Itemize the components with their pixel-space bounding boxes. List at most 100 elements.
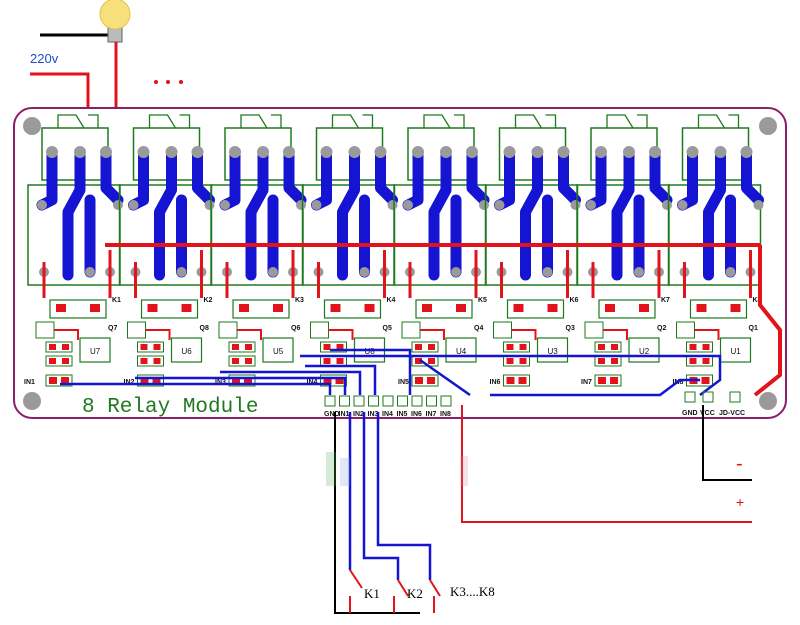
smd-pad (506, 358, 514, 364)
terminal-pad (229, 146, 241, 158)
transistor-silk-label: Q4 (474, 325, 483, 332)
terminal-pad (283, 146, 295, 158)
optocoupler-outline (170, 337, 203, 363)
smd-pad (364, 304, 375, 312)
smd-pad (245, 358, 252, 364)
resistor-outline (137, 341, 164, 353)
relay-pad (128, 200, 139, 210)
header-pin-label: GND (324, 411, 340, 418)
relay-contact-symbol (606, 114, 648, 129)
red-trace (225, 250, 295, 298)
vcc-wire (461, 405, 752, 523)
smd-pad (518, 377, 527, 384)
relay-pad (296, 200, 306, 210)
smd-pad (49, 344, 56, 350)
resistor-outline (228, 355, 256, 367)
relay-contact-symbol (697, 114, 740, 129)
header-pin-label: IN6 (411, 411, 422, 418)
mount-hole (23, 117, 41, 135)
mount-hole (759, 117, 777, 135)
header-pin (368, 395, 379, 407)
smd-pad (689, 358, 697, 364)
red-bus (105, 243, 782, 397)
smd-pad (140, 358, 148, 364)
relay-channels: K1Q7U7IN1K2Q8U6IN2K3Q6U5IN3K4Q5U8IN4K5Q4… (24, 114, 764, 387)
smd-pad (428, 358, 435, 364)
relay-silk-label: K6 (570, 297, 579, 304)
optocoupler-silk-label: U6 (182, 347, 193, 356)
blue-power-trace (585, 146, 673, 281)
smd-pad (323, 358, 331, 364)
diode-outline (49, 299, 107, 319)
red-trace (408, 250, 478, 298)
smd-pad (336, 358, 344, 364)
smd-pad (701, 377, 710, 384)
smd-pad (232, 377, 240, 384)
transistor-silk-label: Q3 (566, 325, 575, 332)
smd-pad (415, 344, 422, 350)
smd-pad (610, 377, 618, 384)
smd-pad (702, 358, 710, 364)
input-silk-label: IN3 (215, 379, 226, 386)
terminal-pad (686, 146, 699, 158)
relay-silk-label: K8 (753, 297, 762, 304)
header-pin-label: IN4 (382, 411, 393, 418)
header-pin (353, 395, 365, 407)
red-trace (237, 329, 262, 340)
red-trace (694, 329, 720, 340)
led-outline (503, 374, 530, 387)
smd-pad (153, 358, 161, 364)
relay-pad (204, 200, 215, 210)
blue-power-trace (494, 146, 581, 281)
smd-pad (547, 304, 558, 312)
red-trace (42, 250, 112, 298)
relay-pad (451, 267, 461, 277)
smd-pad (696, 304, 707, 312)
smd-pad (147, 304, 158, 312)
resistor-outline (411, 341, 439, 353)
relay-silk-label: K5 (478, 297, 487, 304)
header-pin-label: IN3 (368, 411, 379, 418)
relay-pad (570, 200, 581, 210)
relay-contact-symbol (148, 114, 191, 129)
optocoupler-outline (79, 337, 111, 363)
led-outline (137, 374, 164, 387)
board-title: 8 Relay Module (82, 396, 258, 419)
blue-power-trace (128, 146, 215, 281)
smd-pad (61, 377, 69, 384)
pcb-outline (13, 107, 787, 419)
switch-k1-label: K1 (364, 586, 380, 601)
transistor-silk-label: Q6 (291, 325, 300, 332)
bulb-icon (40, 0, 131, 43)
terminal-pad (412, 146, 424, 158)
smd-pad (336, 344, 344, 350)
supply-label: 220v (30, 51, 59, 66)
input-silk-label: IN7 (581, 379, 592, 386)
smd-pad (323, 377, 332, 384)
smd-pad (90, 304, 100, 312)
switch-k2-label: K2 (407, 586, 423, 601)
led-outline (45, 374, 73, 387)
optocoupler-silk-label: U1 (731, 347, 742, 356)
smd-pad (232, 344, 239, 350)
diode-outline (415, 299, 473, 319)
relay-pad (542, 267, 553, 277)
blue-power-trace (402, 146, 490, 281)
red-trace (317, 250, 386, 298)
relay-pad (494, 200, 505, 210)
red-trace (54, 329, 79, 340)
transistor-silk-label: Q8 (200, 325, 209, 332)
relay-pad (268, 267, 278, 277)
smd-pad (598, 358, 605, 364)
relay-pad (113, 200, 123, 210)
smd-pad (323, 344, 331, 350)
smd-pad (62, 358, 69, 364)
blue-power-trace (219, 146, 307, 281)
gnd-wire (334, 412, 420, 614)
header-pin-label: IN2 (353, 411, 364, 418)
relay-pad (662, 200, 672, 210)
